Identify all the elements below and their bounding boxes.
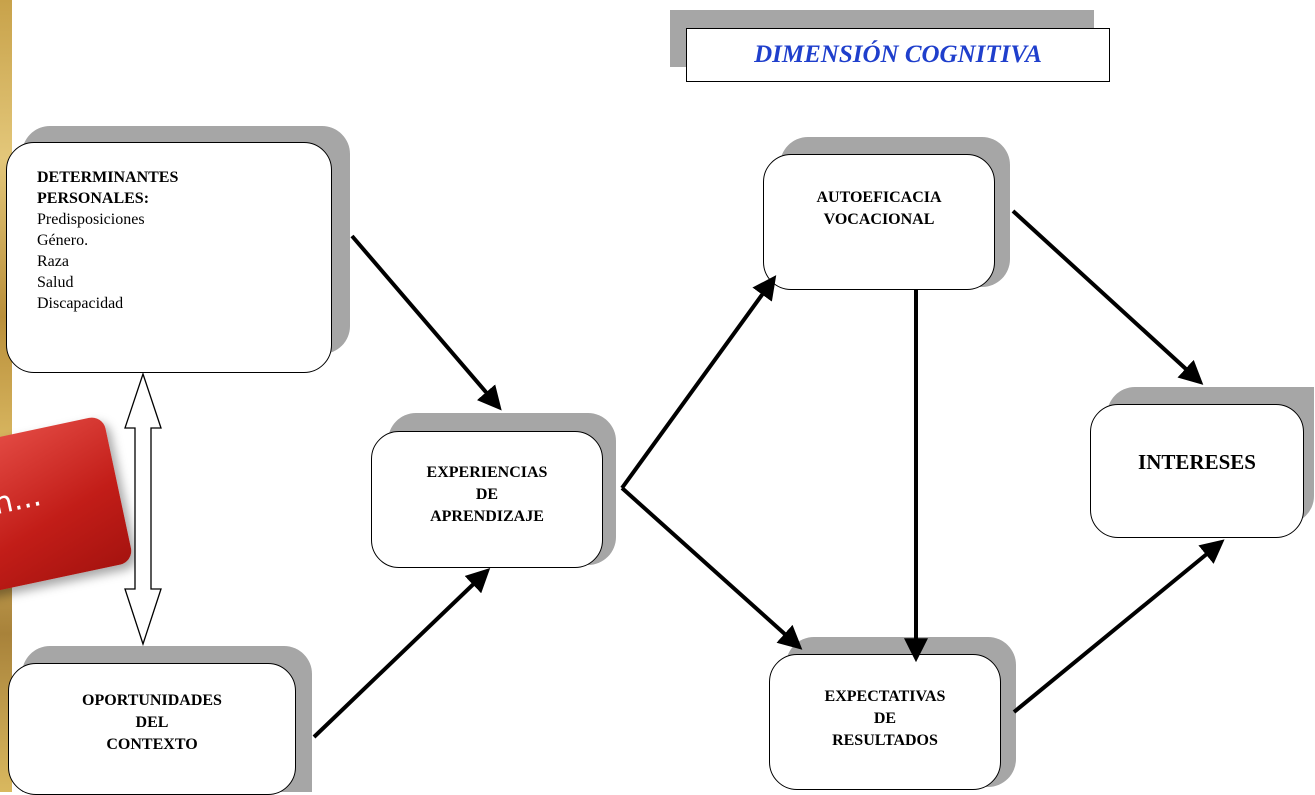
determinantes-heading-2: PERSONALES: [37,190,150,207]
expectativas-line: EXPECTATIVAS [824,688,946,705]
node-determinantes-personales: DETERMINANTES PERSONALES: Predisposicion… [6,142,332,373]
node-autoeficacia-vocacional: AUTOEFICACIA VOCACIONAL [763,154,995,290]
node-expectativas-de-resultados: EXPECTATIVAS DE RESULTADOS [769,654,1001,790]
autoeficacia-line: AUTOEFICACIA [816,189,942,206]
title-text: DIMENSIÓN COGNITIVA [754,41,1042,68]
arrow-experiencias-to-expectativas [620,486,803,650]
diagram-title: DIMENSIÓN COGNITIVA [686,28,1110,82]
node-experiencias-de-aprendizaje: EXPERIENCIAS DE APRENDIZAJE [371,431,603,568]
determinantes-item: Género. [37,232,89,249]
determinantes-item: Discapacidad [37,295,124,312]
arrow-determinantes-to-experiencias [350,234,502,411]
determinantes-item: Predisposiciones [37,211,145,228]
arrow-autoeficacia-to-intereses [1011,209,1204,385]
expectativas-line: DE [873,710,897,727]
expectativas-line: RESULTADOS [832,732,938,749]
oportunidades-line: CONTEXTO [106,736,198,753]
arrow-expectativas-to-intereses [1012,539,1225,714]
determinantes-heading-1: DETERMINANTES [37,169,179,186]
double-arrow-determinantes-oportunidades [124,371,162,647]
determinantes-item: Salud [37,274,74,291]
experiencias-line: EXPERIENCIAS [426,463,548,481]
arrow-experiencias-to-autoeficacia [620,275,777,490]
node-intereses: INTERESES [1090,404,1304,538]
autoeficacia-line: VOCACIONAL [823,211,935,228]
arrow-oportunidades-to-experiencias [312,568,491,739]
intereses-line: INTERESES [1138,450,1256,474]
oportunidades-line: OPORTUNIDADES [82,692,222,709]
determinantes-item: Raza [37,253,69,270]
experiencias-line: DE [475,485,499,503]
experiencias-line: APRENDIZAJE [430,507,544,525]
oportunidades-line: DEL [135,714,169,731]
